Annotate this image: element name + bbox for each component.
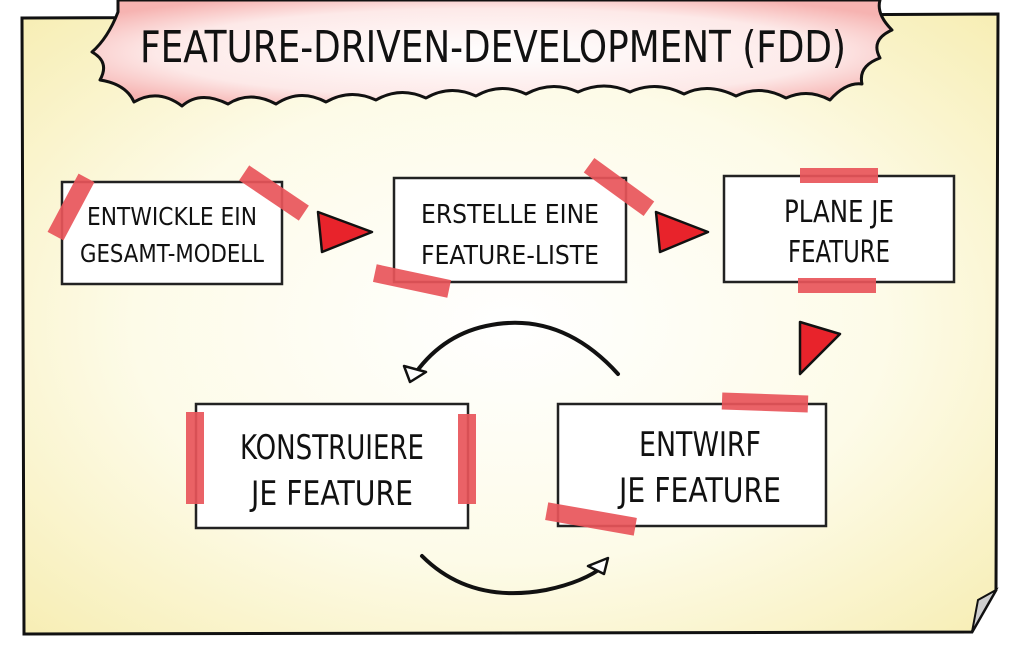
arrow-down-icon [798, 320, 842, 376]
step-box-1: ENTWICKLE EIN GESAMT-MODELL [47, 165, 309, 286]
tape-strip [239, 165, 309, 221]
step-box-frame [392, 176, 628, 284]
step-4-label-line1: ENTWIRF [639, 425, 761, 465]
step-box-frame [60, 180, 284, 286]
step-3-label-line1: PLANE JE [784, 195, 894, 230]
tape-strip [800, 168, 878, 183]
cycle-arrow-bottom [420, 554, 610, 596]
step-box-4: ENTWIRF JE FEATURE [545, 392, 828, 536]
cycle-arrow-top [402, 320, 620, 384]
step-box-5: KONSTRUIERE JE FEATURE [186, 402, 476, 530]
arrow-head-icon [586, 556, 610, 576]
step-1-label-line2: GESAMT-MODELL [80, 239, 264, 268]
diagram-title: FEATURE-DRIVEN-DEVELOPMENT (FDD) [140, 22, 846, 73]
page-curl [971, 587, 999, 633]
step-5-label-line1: KONSTRUIERE [240, 428, 424, 468]
tape-strip [458, 414, 476, 504]
tape-strip [545, 502, 637, 536]
step-2-label-line2: FEATURE-LISTE [421, 241, 599, 271]
step-4-label-line2: JE FEATURE [617, 471, 781, 511]
step-3-label-line2: FEATURE [788, 235, 890, 270]
arrow-right-icon [316, 210, 374, 254]
tape-strip [583, 157, 655, 217]
tape-strip [721, 392, 809, 413]
arrow-head-icon [402, 364, 428, 384]
step-box-2: ERSTELLE EINE FEATURE-LISTE [372, 157, 655, 298]
step-box-frame [556, 402, 828, 528]
step-box-3: PLANE JE FEATURE [722, 168, 956, 293]
step-box-frame [194, 402, 470, 530]
tape-strip [47, 173, 95, 241]
tape-strip [186, 412, 204, 504]
arrow-right-icon [654, 210, 710, 254]
step-2-label-line1: ERSTELLE EINE [421, 200, 599, 230]
tape-strip [372, 264, 452, 298]
tape-strip [798, 278, 876, 293]
title-cloud: FEATURE-DRIVEN-DEVELOPMENT (FDD) [90, 0, 894, 108]
step-5-label-line2: JE FEATURE [249, 474, 413, 514]
step-1-label-line1: ENTWICKLE EIN [87, 202, 257, 231]
